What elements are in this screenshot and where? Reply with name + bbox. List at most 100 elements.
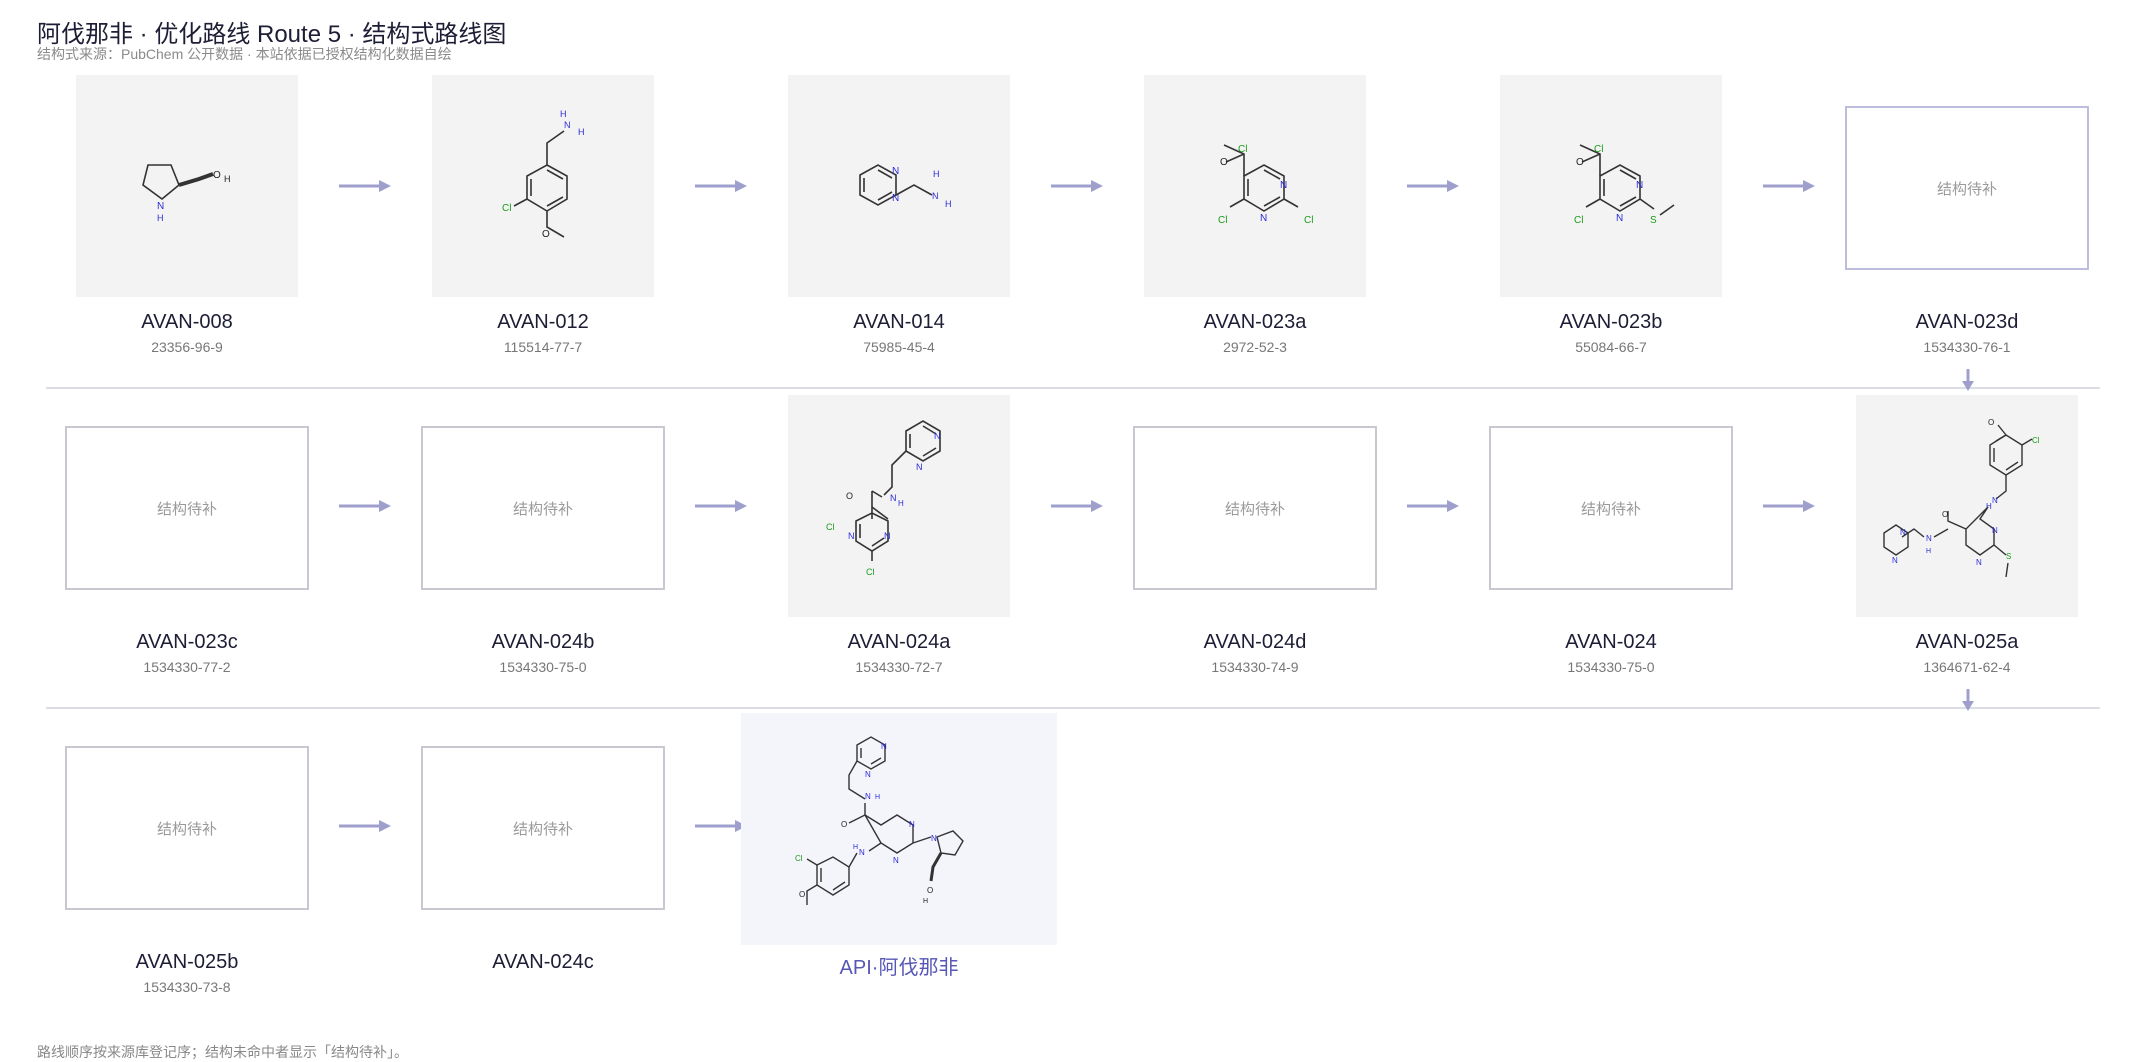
node-code: AVAN-024 <box>1565 631 1657 653</box>
arrow-right-icon <box>1407 180 1459 192</box>
svg-text:H: H <box>875 794 880 801</box>
placeholder-label: 结构待补 <box>1224 500 1285 518</box>
structure-image: N N O Cl Cl S <box>1500 75 1722 297</box>
arrow-right-icon <box>339 180 391 192</box>
node-cas: 1534330-75-0 <box>1567 659 1655 675</box>
structure-placeholder: 结构待补 <box>65 426 309 590</box>
arrow-right-icon <box>695 180 747 192</box>
node-avan-024a[interactable]: N N N H O N N Cl Cl AVAN-024a 1534330-72… <box>749 395 1049 695</box>
arrow-right-icon <box>339 500 391 512</box>
placeholder-label: 结构待补 <box>512 820 573 838</box>
svg-text:N: N <box>1992 526 1998 535</box>
svg-text:Cl: Cl <box>1304 215 1313 226</box>
node-cas: 75985-45-4 <box>863 339 935 355</box>
svg-text:N: N <box>1892 556 1898 565</box>
node-avan-023b[interactable]: N N O Cl Cl S AVAN-023b 55084-66-7 <box>1461 75 1761 375</box>
node-avan-025a[interactable]: O Cl H N N N S O N H N N AVAN-025a 136 <box>1817 395 2117 695</box>
structure-image: O H N H <box>76 75 298 297</box>
svg-text:H: H <box>933 169 940 179</box>
arrow-right-icon <box>695 820 747 832</box>
svg-text:N: N <box>932 191 939 201</box>
svg-text:O: O <box>542 229 550 240</box>
svg-text:N: N <box>1616 213 1623 224</box>
svg-text:H: H <box>898 499 904 508</box>
node-api-avanafil[interactable]: N N N H O N N N O H N H Cl O <box>741 713 1057 1015</box>
node-code: AVAN-024b <box>491 631 595 653</box>
node-cas: 1534330-76-1 <box>1923 339 2011 355</box>
node-code: AVAN-024c <box>492 951 594 973</box>
svg-text:N: N <box>1992 496 1998 505</box>
svg-text:N: N <box>1280 180 1287 191</box>
node-avan-023a[interactable]: N N O Cl Cl Cl AVAN-023a 2972-52-3 <box>1105 75 1405 375</box>
node-code: AVAN-008 <box>141 311 233 333</box>
svg-text:N: N <box>909 820 915 829</box>
node-avan-023c[interactable]: 结构待补 AVAN-023c 1534330-77-2 <box>37 395 337 695</box>
structure-image: O Cl H N N N S O N H N N <box>1856 395 2078 617</box>
svg-text:O: O <box>1942 510 1948 519</box>
svg-text:H: H <box>945 199 952 209</box>
svg-text:H: H <box>1926 548 1931 555</box>
node-avan-012[interactable]: N H H Cl O AVAN-012 115514-77-7 <box>393 75 693 375</box>
svg-text:N: N <box>916 462 923 472</box>
node-avan-024d[interactable]: 结构待补 AVAN-024d 1534330-74-9 <box>1105 395 1405 695</box>
structure-placeholder: 结构待补 <box>1489 426 1733 590</box>
node-code: AVAN-012 <box>497 311 589 333</box>
node-avan-025b[interactable]: 结构待补 AVAN-025b 1534330-73-8 <box>37 715 337 1015</box>
structure-image: N N H N H <box>788 75 1010 297</box>
svg-text:N: N <box>892 166 899 177</box>
node-code: AVAN-023a <box>1203 311 1307 333</box>
node-code: AVAN-024d <box>1203 631 1307 653</box>
node-cas: 23356-96-9 <box>151 339 223 355</box>
arrow-right-icon <box>1407 500 1459 512</box>
arrow-right-icon <box>1763 500 1815 512</box>
svg-text:N: N <box>1976 558 1982 567</box>
placeholder-label: 结构待补 <box>1580 500 1641 518</box>
svg-text:N: N <box>1636 180 1643 191</box>
structure-placeholder: 结构待补 <box>65 746 309 910</box>
node-cas: 1534330-73-8 <box>143 979 231 995</box>
node-cas: 1534330-77-2 <box>143 659 231 675</box>
node-cas: 55084-66-7 <box>1575 339 1647 355</box>
svg-text:N: N <box>1900 528 1906 537</box>
structure-placeholder: 结构待补 <box>421 426 665 590</box>
node-avan-008[interactable]: O H N H AVAN-008 23356-96-9 <box>37 75 337 375</box>
node-code: AVAN-023c <box>136 631 238 653</box>
page-subtitle: 结构式来源：PubChem 公开数据 · 本站依据已授权结构化数据自绘 <box>37 46 452 62</box>
svg-text:N: N <box>564 120 571 130</box>
node-avan-023d[interactable]: 结构待补 AVAN-023d 1534330-76-1 <box>1817 75 2117 375</box>
node-cas: 1364671-62-4 <box>1923 659 2011 675</box>
svg-text:Cl: Cl <box>1594 144 1603 155</box>
arrow-right-icon <box>695 500 747 512</box>
node-code: AVAN-025b <box>135 951 239 973</box>
footer-note: 路线顺序按来源库登记序；结构未命中者显示「结构待补」。 <box>37 1044 408 1060</box>
svg-text:H: H <box>578 127 585 137</box>
svg-text:S: S <box>1650 215 1657 226</box>
node-avan-024b[interactable]: 结构待补 AVAN-024b 1534330-75-0 <box>393 395 693 695</box>
svg-text:S: S <box>2006 552 2011 561</box>
svg-text:O: O <box>213 170 221 181</box>
node-code: AVAN-024a <box>847 631 951 653</box>
structure-image: N H H Cl O <box>432 75 654 297</box>
svg-text:N: N <box>884 531 891 541</box>
svg-text:N: N <box>865 770 871 779</box>
arrow-down-icon <box>1962 369 1974 391</box>
structure-image: N N N H O N N Cl Cl <box>788 395 1010 617</box>
svg-text:O: O <box>799 890 805 899</box>
node-cas: 1534330-75-0 <box>499 659 587 675</box>
svg-text:H: H <box>157 213 164 223</box>
svg-text:O: O <box>1576 157 1584 168</box>
node-avan-014[interactable]: N N H N H AVAN-014 75985-45-4 <box>749 75 1049 375</box>
node-avan-024c[interactable]: 结构待补 AVAN-024c <box>393 715 693 1015</box>
svg-text:N: N <box>934 431 941 441</box>
svg-text:N: N <box>931 834 937 843</box>
svg-text:N: N <box>848 531 855 541</box>
node-code: API·阿伐那非 <box>839 957 959 979</box>
svg-text:N: N <box>890 493 897 503</box>
node-cas: 2972-52-3 <box>1223 339 1287 355</box>
arrow-right-icon <box>339 820 391 832</box>
structure-placeholder: 结构待补 <box>1845 106 2089 270</box>
svg-text:N: N <box>859 848 865 857</box>
node-avan-024[interactable]: 结构待补 AVAN-024 1534330-75-0 <box>1461 395 1761 695</box>
svg-text:H: H <box>1986 502 1992 511</box>
svg-text:O: O <box>1220 157 1228 168</box>
